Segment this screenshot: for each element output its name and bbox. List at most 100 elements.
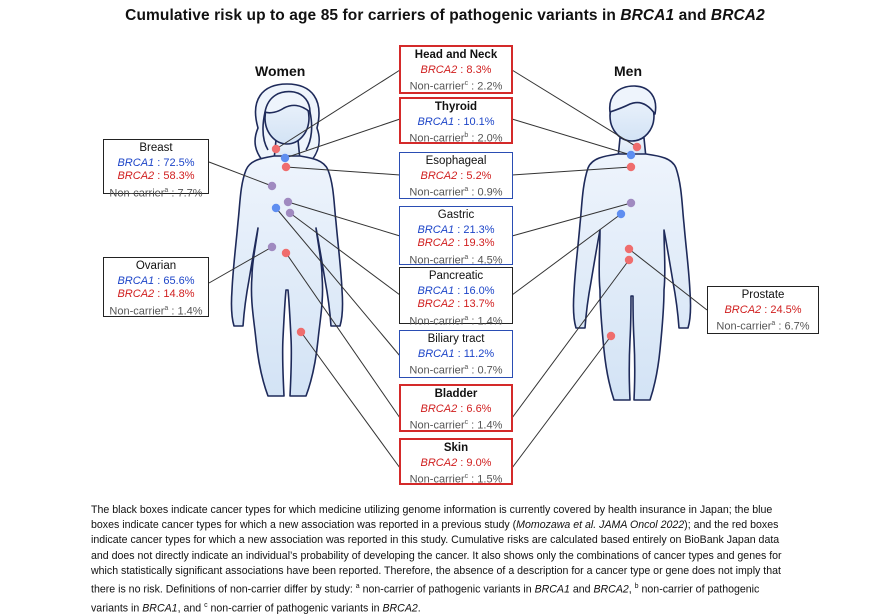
ovarian-brca1-value: 65.6% [163,274,195,287]
ovarian-brca1-gene: BRCA1 [117,274,155,287]
ovarian-brca2-value: 14.8% [163,288,195,300]
gastric-brca2-value: 19.3% [463,237,495,249]
men-label: Men [614,63,642,79]
esophageal-nc-row: Non-carriera : 0.9% [409,186,503,199]
gastric-nc-row: Non-carriera : 4.5% [409,253,503,267]
caption-part: non-carrier of pathogenic variants in [207,602,383,615]
prostate-nc-label: Non-carrier [716,320,772,333]
skin-nc-sup: c [464,473,469,480]
skin-box: Skin BRCA2 : 9.0% Non-carrierc : 1.5% [399,438,513,486]
gastric-brca1-value: 21.3% [463,223,495,236]
woman-dots [267,144,306,337]
dot-m-gastric [626,198,636,208]
breast-brca1-gene: BRCA1 [117,156,155,169]
breast-nc-sup: a [164,186,169,194]
esophageal-nc-value: 0.9% [477,186,503,199]
ovarian-nc-label: Non-carrier [109,305,165,318]
leader-lines [208,69,708,469]
prostate-brca2-row: BRCA2 : 24.5% [724,303,802,316]
caption-gene: BRCA2 [593,583,629,596]
women-label: Women [255,63,306,79]
bladder-brca2-gene: BRCA2 [420,402,458,415]
figure-title: Cumulative risk up to age 85 for carrier… [0,7,890,25]
bladder-brca2-value: 6.6% [466,402,492,415]
prostate-nc-value: 6.7% [784,320,810,333]
man-body [572,153,692,401]
thyroid-box: Thyroid BRCA1 : 10.1% Non-carrierb : 2.0… [399,97,513,145]
esophageal-box: Esophageal BRCA2 : 5.2% Non-carriera : 0… [399,152,513,199]
biliary-nc-row: Non-carriera : 0.7% [409,364,503,377]
prostate-brca2-value: 24.5% [770,303,802,316]
biliary-title: Biliary tract [427,333,485,345]
ovarian-nc-value: 1.4% [177,305,203,318]
caption-part: , and [177,602,205,615]
breast-brca1-row: BRCA1 : 72.5% [117,156,195,169]
esophageal-brca2-gene: BRCA2 [420,169,458,182]
biliary-nc-sup: a [464,364,469,371]
dot-w-bladder [281,248,291,258]
bladder-nc-label: Non-carrier [409,419,465,432]
caption-gene: BRCA1 [534,583,570,596]
prostate-nc-sup: a [771,320,776,327]
prostate-box: Prostate BRCA2 : 24.5% Non-carriera : 6.… [707,286,819,334]
biliary-brca1-gene: BRCA1 [417,347,455,360]
thyroid-brca1-gene: BRCA1 [417,115,455,128]
bladder-nc-value: 1.4% [477,419,503,432]
title-gene1: BRCA1 [620,7,675,24]
caption-part: ); and the red boxes indicate cancer typ… [91,519,782,596]
woman-body [230,155,344,397]
head-neck-brca2-gene: BRCA2 [420,63,458,76]
caption-gene: BRCA2 [382,602,418,615]
pancreatic-nc-label: Non-carrier [409,315,465,328]
dot-w-head-neck [271,144,281,154]
dot-m-pancreatic [616,209,626,219]
biliary-brca1-value: 11.2% [463,347,495,360]
caption-part: The black boxes indicate cancer types fo… [91,504,773,532]
thyroid-nc-sup: b [464,132,469,139]
gastric-nc-label: Non-carrier [409,254,465,267]
breast-title: Breast [139,142,173,154]
gastric-nc-sup: a [464,253,469,261]
bladder-title: Bladder [434,388,478,400]
breast-nc-row: Non-carriera : 7.7% [109,186,203,200]
breast-nc-value: 7.7% [177,187,203,200]
breast-brca2-row: BRCA2 : 58.3% [117,170,195,182]
pancreatic-brca1-gene: BRCA1 [417,284,455,297]
pancreatic-nc-value: 1.4% [477,315,503,328]
head-neck-brca2-row: BRCA2 : 8.3% [420,63,492,76]
prostate-title: Prostate [741,289,785,301]
skin-title: Skin [443,442,469,454]
man-hair [609,85,657,115]
man-figure [572,85,692,401]
dot-m-head-neck [632,142,642,152]
bladder-nc-row: Non-carrierc : 1.4% [409,419,503,432]
skin-nc-row: Non-carrierc : 1.5% [409,473,503,486]
head-neck-nc-row: Non-carrierc : 2.2% [409,80,503,93]
esophageal-title: Esophageal [425,155,487,167]
esophageal-brca2-row: BRCA2 : 5.2% [420,169,492,182]
caption-citation: Momozawa et al. JAMA Oncol 2022 [516,519,685,532]
gastric-title: Gastric [437,209,475,221]
man-dots [606,142,642,341]
ovarian-nc-row: Non-carriera : 1.4% [109,304,203,318]
gastric-brca2-row: BRCA2 : 19.3% [417,237,495,249]
ovarian-nc-sup: a [164,304,169,312]
biliary-nc-value: 0.7% [477,364,503,377]
title-prefix: Cumulative risk up to age 85 for carrier… [125,7,621,24]
thyroid-nc-row: Non-carrierb : 2.0% [409,132,503,145]
pancreatic-brca2-row: BRCA2 : 13.7% [417,298,495,310]
skin-brca2-row: BRCA2 : 9.0% [420,456,492,469]
head-neck-brca2-value: 8.3% [466,63,492,76]
caption-sup: a [355,583,360,591]
head-neck-title: Head and Neck [414,49,498,61]
head-neck-box: Head and Neck BRCA2 : 8.3% Non-carrierc … [399,45,513,94]
biliary-nc-label: Non-carrier [409,364,465,377]
prostate-nc-row: Non-carriera : 6.7% [716,320,810,333]
bladder-brca2-row: BRCA2 : 6.6% [420,402,492,415]
dot-w-breast [267,181,277,191]
gastric-box: Gastric BRCA1 : 21.3% BRCA2 : 19.3% Non-… [399,206,513,267]
head-neck-nc-label: Non-carrier [409,80,465,93]
dot-w-esophageal [281,162,291,172]
head-neck-nc-value: 2.2% [477,80,503,93]
figure-caption: The black boxes indicate cancer types fo… [91,503,799,616]
